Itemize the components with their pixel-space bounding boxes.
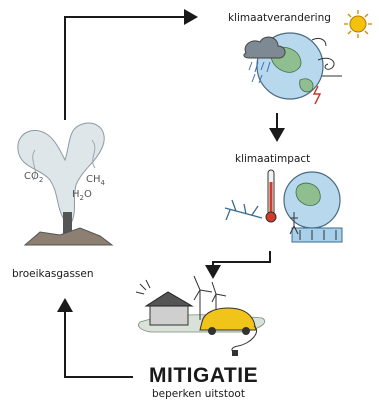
label-greenhouse-gases: broeikasgassen [12, 268, 94, 280]
thermometer-bulb [266, 212, 276, 222]
lightning-icon [314, 86, 320, 104]
arrow-gases-to-climate-change [65, 17, 196, 120]
sun-icon [344, 10, 372, 38]
electric-car-icon [200, 308, 256, 330]
label-climate-impact: klimaatimpact [235, 153, 310, 165]
solar-roof-icon [146, 292, 192, 306]
mitigation-illustration [136, 276, 265, 356]
charging-plug-icon [232, 350, 238, 356]
ch4-label: CH4 [86, 174, 106, 187]
climate-change-illustration [244, 10, 372, 104]
arrow-impact-to-mitigation [213, 251, 270, 277]
h2o-label: H2O [72, 189, 92, 202]
car-wheel-front [208, 327, 216, 335]
house-icon [150, 305, 188, 325]
climate-impact-illustration [225, 170, 342, 242]
greenhouse-gases-illustration: CO2 CH4 H2O [18, 123, 112, 245]
thermometer-mercury [270, 182, 273, 215]
chimney [63, 212, 72, 234]
arrow-mitigation-to-gases [65, 300, 133, 377]
label-climate-change: klimaatverandering [228, 12, 331, 24]
label-mitigation: MITIGATIE [149, 364, 258, 388]
car-wheel-back [242, 327, 250, 335]
dry-branch-icon [225, 200, 262, 220]
label-reduce-emissions: beperken uitstoot [152, 388, 245, 400]
sun-rays-icon [136, 280, 150, 294]
earth-continent-2 [300, 79, 313, 92]
